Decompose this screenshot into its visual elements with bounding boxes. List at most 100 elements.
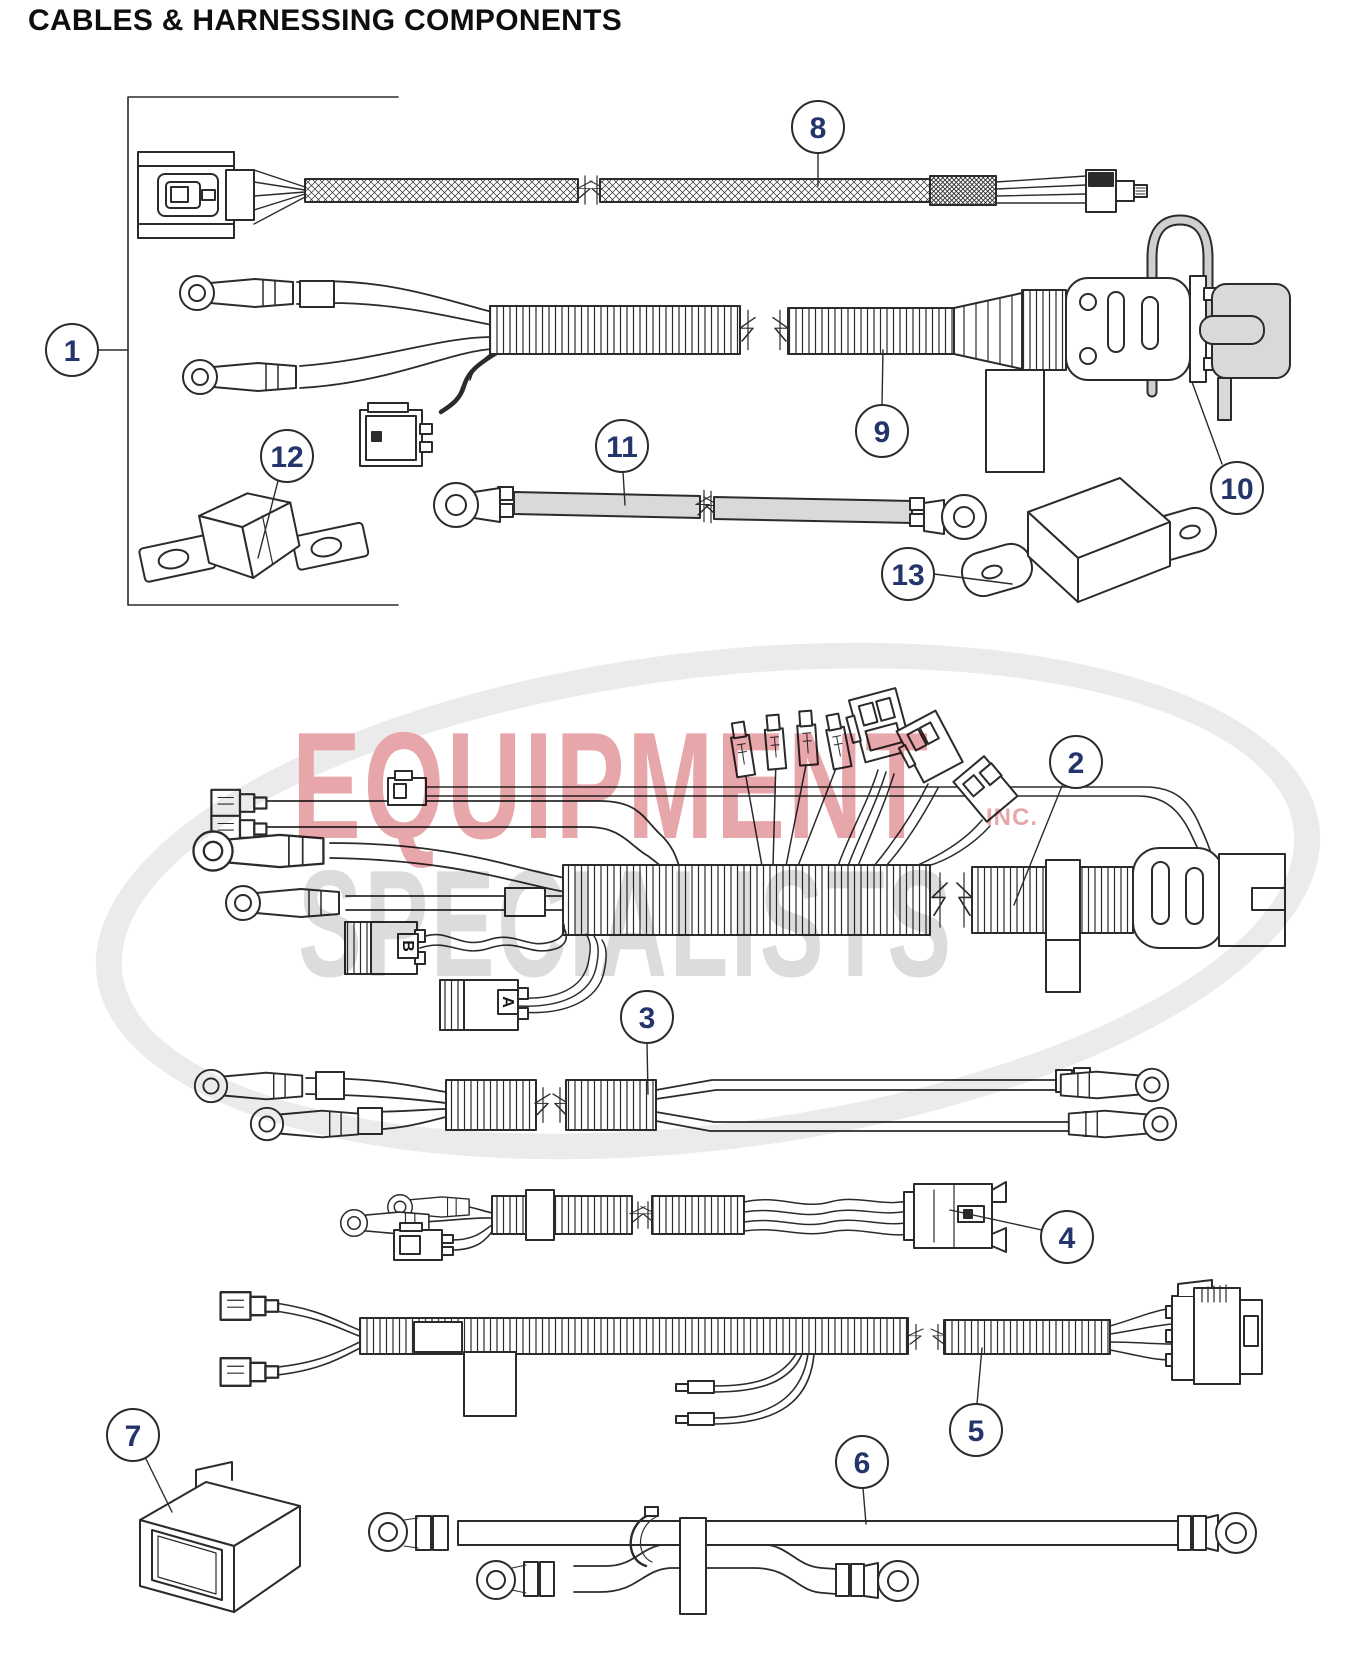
- svg-text:7: 7: [125, 1420, 142, 1453]
- svg-text:10: 10: [1220, 473, 1253, 506]
- ring-terminal-icon: [179, 275, 294, 311]
- braided-boot: [929, 175, 997, 206]
- harness-vehicle-side: [179, 214, 1291, 473]
- callout-8: 8: [791, 100, 845, 154]
- svg-text:2: 2: [1068, 747, 1085, 780]
- cap-gray-icon: [1199, 283, 1291, 421]
- callout-11: 11: [595, 419, 649, 473]
- callout-2: 2: [1049, 735, 1103, 789]
- ring-terminal-icon: [182, 359, 297, 395]
- connector-plug-icon: [137, 151, 255, 239]
- harness-battery-cables: [193, 1067, 1178, 1142]
- plug-body-icon: [1132, 847, 1286, 949]
- blade-terminal-icon: [762, 713, 788, 771]
- connector-label-a: A: [499, 996, 516, 1008]
- callout-4: 4: [1040, 1210, 1094, 1264]
- harness-main-control: B A: [192, 687, 1286, 1031]
- connector-black-icon: [903, 1181, 1007, 1253]
- corrugated-sleeve: [651, 1195, 745, 1235]
- svg-text:5: 5: [968, 1415, 985, 1448]
- ring-terminal-icon: [1059, 1067, 1170, 1103]
- mega-fuse-icon: [138, 492, 370, 583]
- callout-9: 9: [855, 404, 909, 458]
- callout-1: 1: [45, 323, 99, 377]
- connector-large-icon: [1165, 1279, 1263, 1385]
- svg-text:4: 4: [1059, 1222, 1076, 1255]
- braided-sleeve: [599, 178, 931, 203]
- callout-6: 6: [835, 1435, 889, 1489]
- ring-terminal-icon: [193, 1068, 304, 1104]
- blade-terminal-icon: [795, 709, 819, 767]
- twisted-pair: [419, 921, 568, 952]
- ribbed-neck: [1021, 289, 1067, 371]
- connector-small-icon: [1085, 169, 1148, 213]
- module-box-icon: [961, 477, 1217, 603]
- corrugated-sleeve: [445, 1079, 537, 1131]
- fan-connector-icon: [952, 755, 1019, 823]
- svg-text:9: 9: [874, 416, 891, 449]
- hanging-strap: [463, 1351, 517, 1417]
- harness-braided-cable: [137, 151, 1148, 239]
- callout-3: 3: [620, 990, 674, 1044]
- branch-connector-a-icon: A: [439, 979, 529, 1031]
- ring-terminal-icon: [249, 1106, 360, 1142]
- harness-lighting: [219, 1279, 1263, 1426]
- ring-terminal-icon: [192, 830, 325, 872]
- clamp: [525, 1189, 555, 1241]
- ring-terminal-icon: [225, 885, 340, 921]
- cable-gray: [713, 496, 913, 524]
- top-cable: [368, 1512, 1257, 1554]
- callout-10: 10: [1210, 461, 1264, 515]
- blade-terminal-icon: [219, 1291, 280, 1321]
- corrugated-sleeve: [565, 1079, 657, 1131]
- cable-gray: [513, 491, 701, 519]
- cover-boot-icon: [139, 1461, 301, 1613]
- callout-7: 7: [106, 1408, 160, 1462]
- blade-terminal-icon: [727, 720, 757, 779]
- wire-fan: [253, 169, 306, 225]
- corrugated-sleeve: [562, 864, 931, 936]
- bottom-cable: [476, 1543, 919, 1602]
- braided-sleeve: [304, 178, 579, 203]
- group-bracket: [127, 96, 399, 606]
- sub-connector-icon: [393, 1222, 495, 1261]
- connector-label-b: B: [399, 940, 416, 952]
- page-title: CABLES & HARNESSING COMPONENTS: [28, 4, 623, 37]
- corrugated-sleeve: [491, 1195, 633, 1235]
- svg-text:11: 11: [606, 431, 638, 464]
- plug-body-icon: [1065, 275, 1235, 383]
- callout-5: 5: [949, 1403, 1003, 1457]
- clamp: [1045, 859, 1081, 941]
- zip-tie-icon: [629, 1506, 659, 1568]
- branch-wire: [438, 349, 501, 415]
- corrugated-sleeve: [787, 307, 955, 355]
- bullet-terminal-icon: [210, 788, 268, 818]
- sub-connector-icon: [359, 402, 433, 467]
- svg-text:8: 8: [810, 112, 827, 145]
- branch-connector-b-icon: B: [344, 921, 426, 975]
- svg-text:1: 1: [64, 335, 81, 368]
- svg-text:13: 13: [891, 559, 924, 592]
- cable-clip: [679, 1517, 707, 1615]
- svg-text:12: 12: [270, 441, 303, 474]
- svg-text:3: 3: [639, 1002, 656, 1035]
- fan-connector-icon: [895, 709, 964, 784]
- callout-13: 13: [881, 547, 935, 601]
- harness-battery-jumpers: [368, 1506, 1257, 1615]
- branch-wires: [675, 1353, 815, 1426]
- callout-leaders: [97, 152, 1223, 1525]
- hanging-strap: [985, 369, 1045, 473]
- svg-text:6: 6: [854, 1447, 871, 1480]
- callout-12: 12: [260, 429, 314, 483]
- label-tag: [413, 1321, 463, 1353]
- ring-terminal-icon: [1067, 1106, 1178, 1142]
- harness-motor: [339, 1181, 1007, 1261]
- hanging-strap: [1045, 939, 1081, 993]
- ground-cable: [433, 482, 987, 540]
- blade-terminal-icon: [219, 1357, 280, 1387]
- corrugated-sleeve: [489, 305, 741, 355]
- callouts: 1 2 3 4 5 6 7 8 9 10 11 12 13: [45, 100, 1264, 1489]
- branch-connector-a-wires: [517, 933, 607, 1014]
